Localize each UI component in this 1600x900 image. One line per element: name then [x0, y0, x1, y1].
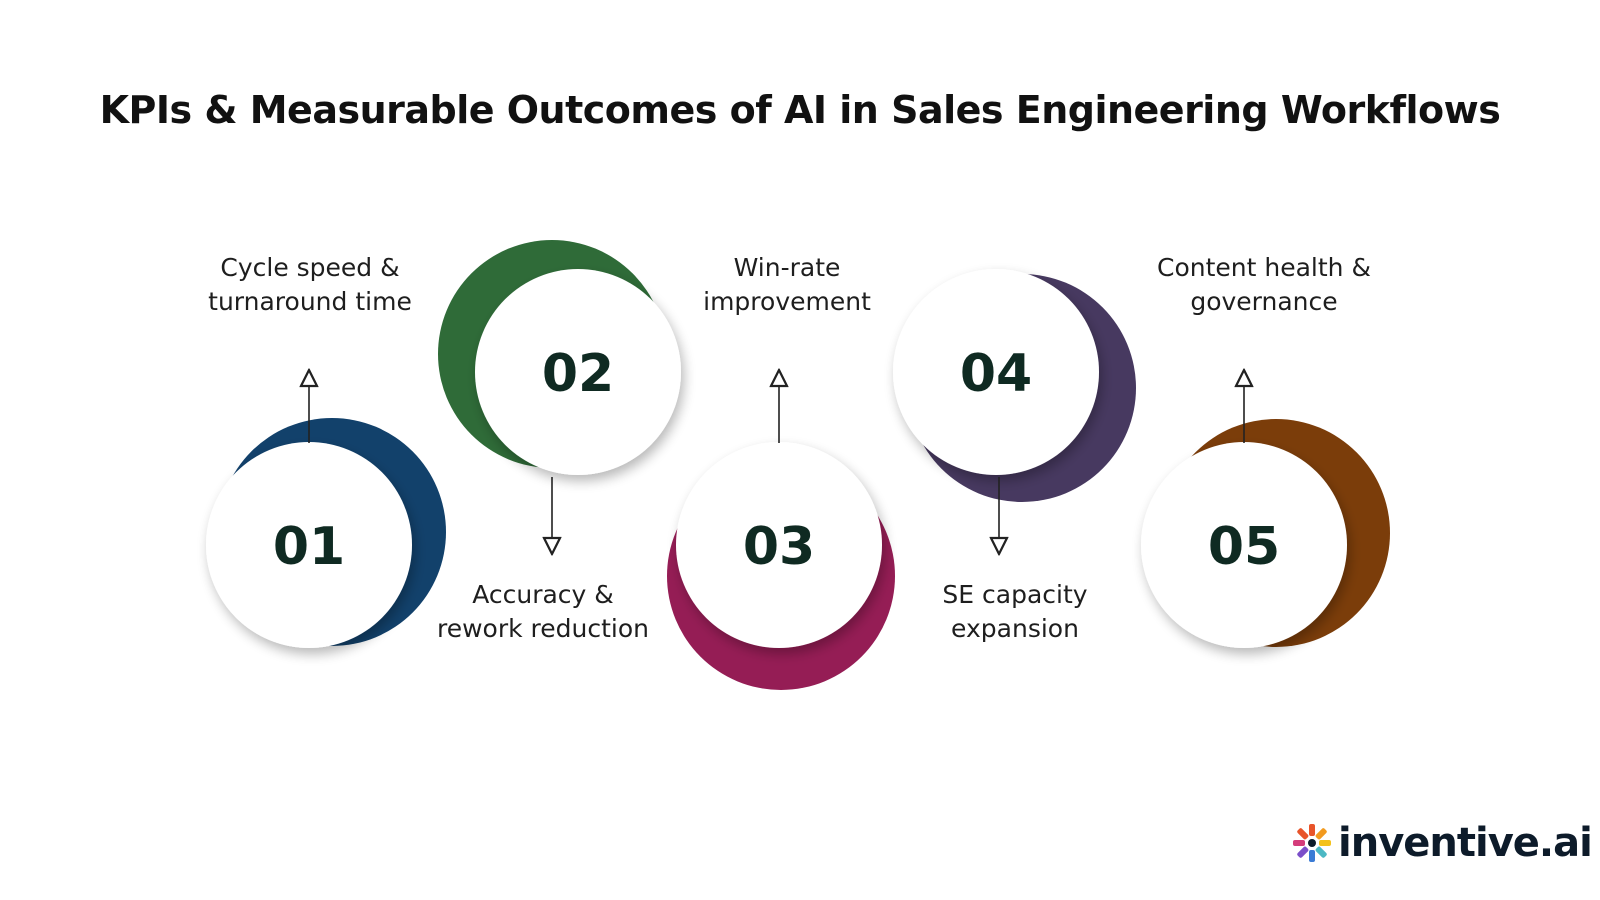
step-3: 03 — [667, 378, 895, 690]
step-1-label: Cycle speed &turnaround time — [208, 253, 412, 316]
step-1: 01 — [206, 378, 446, 648]
step-3-disc — [676, 442, 882, 648]
logo-text: inventive.ai — [1338, 820, 1593, 866]
step-1-number: 01 — [273, 517, 345, 577]
step-5-disc — [1141, 442, 1347, 648]
step-4-number: 04 — [960, 344, 1032, 404]
step-2-disc — [475, 269, 681, 475]
step-2: 02 — [438, 240, 681, 546]
step-2-number: 02 — [542, 344, 614, 404]
step-5-number: 05 — [1208, 517, 1280, 577]
step-4-disc — [893, 269, 1099, 475]
step-3-number: 03 — [743, 517, 815, 577]
step-4: 04 — [893, 269, 1136, 546]
step-2-label: Accuracy &rework reduction — [436, 580, 649, 643]
pinwheel-logo-icon — [1293, 824, 1331, 862]
brand-logo: inventive.ai — [1290, 818, 1593, 868]
step-5: 05 — [1141, 378, 1390, 648]
page-title: KPIs & Measurable Outcomes of AI in Sale… — [99, 88, 1501, 132]
step-1-disc — [206, 442, 412, 648]
step-5-label: Content health &governance — [1157, 253, 1371, 316]
